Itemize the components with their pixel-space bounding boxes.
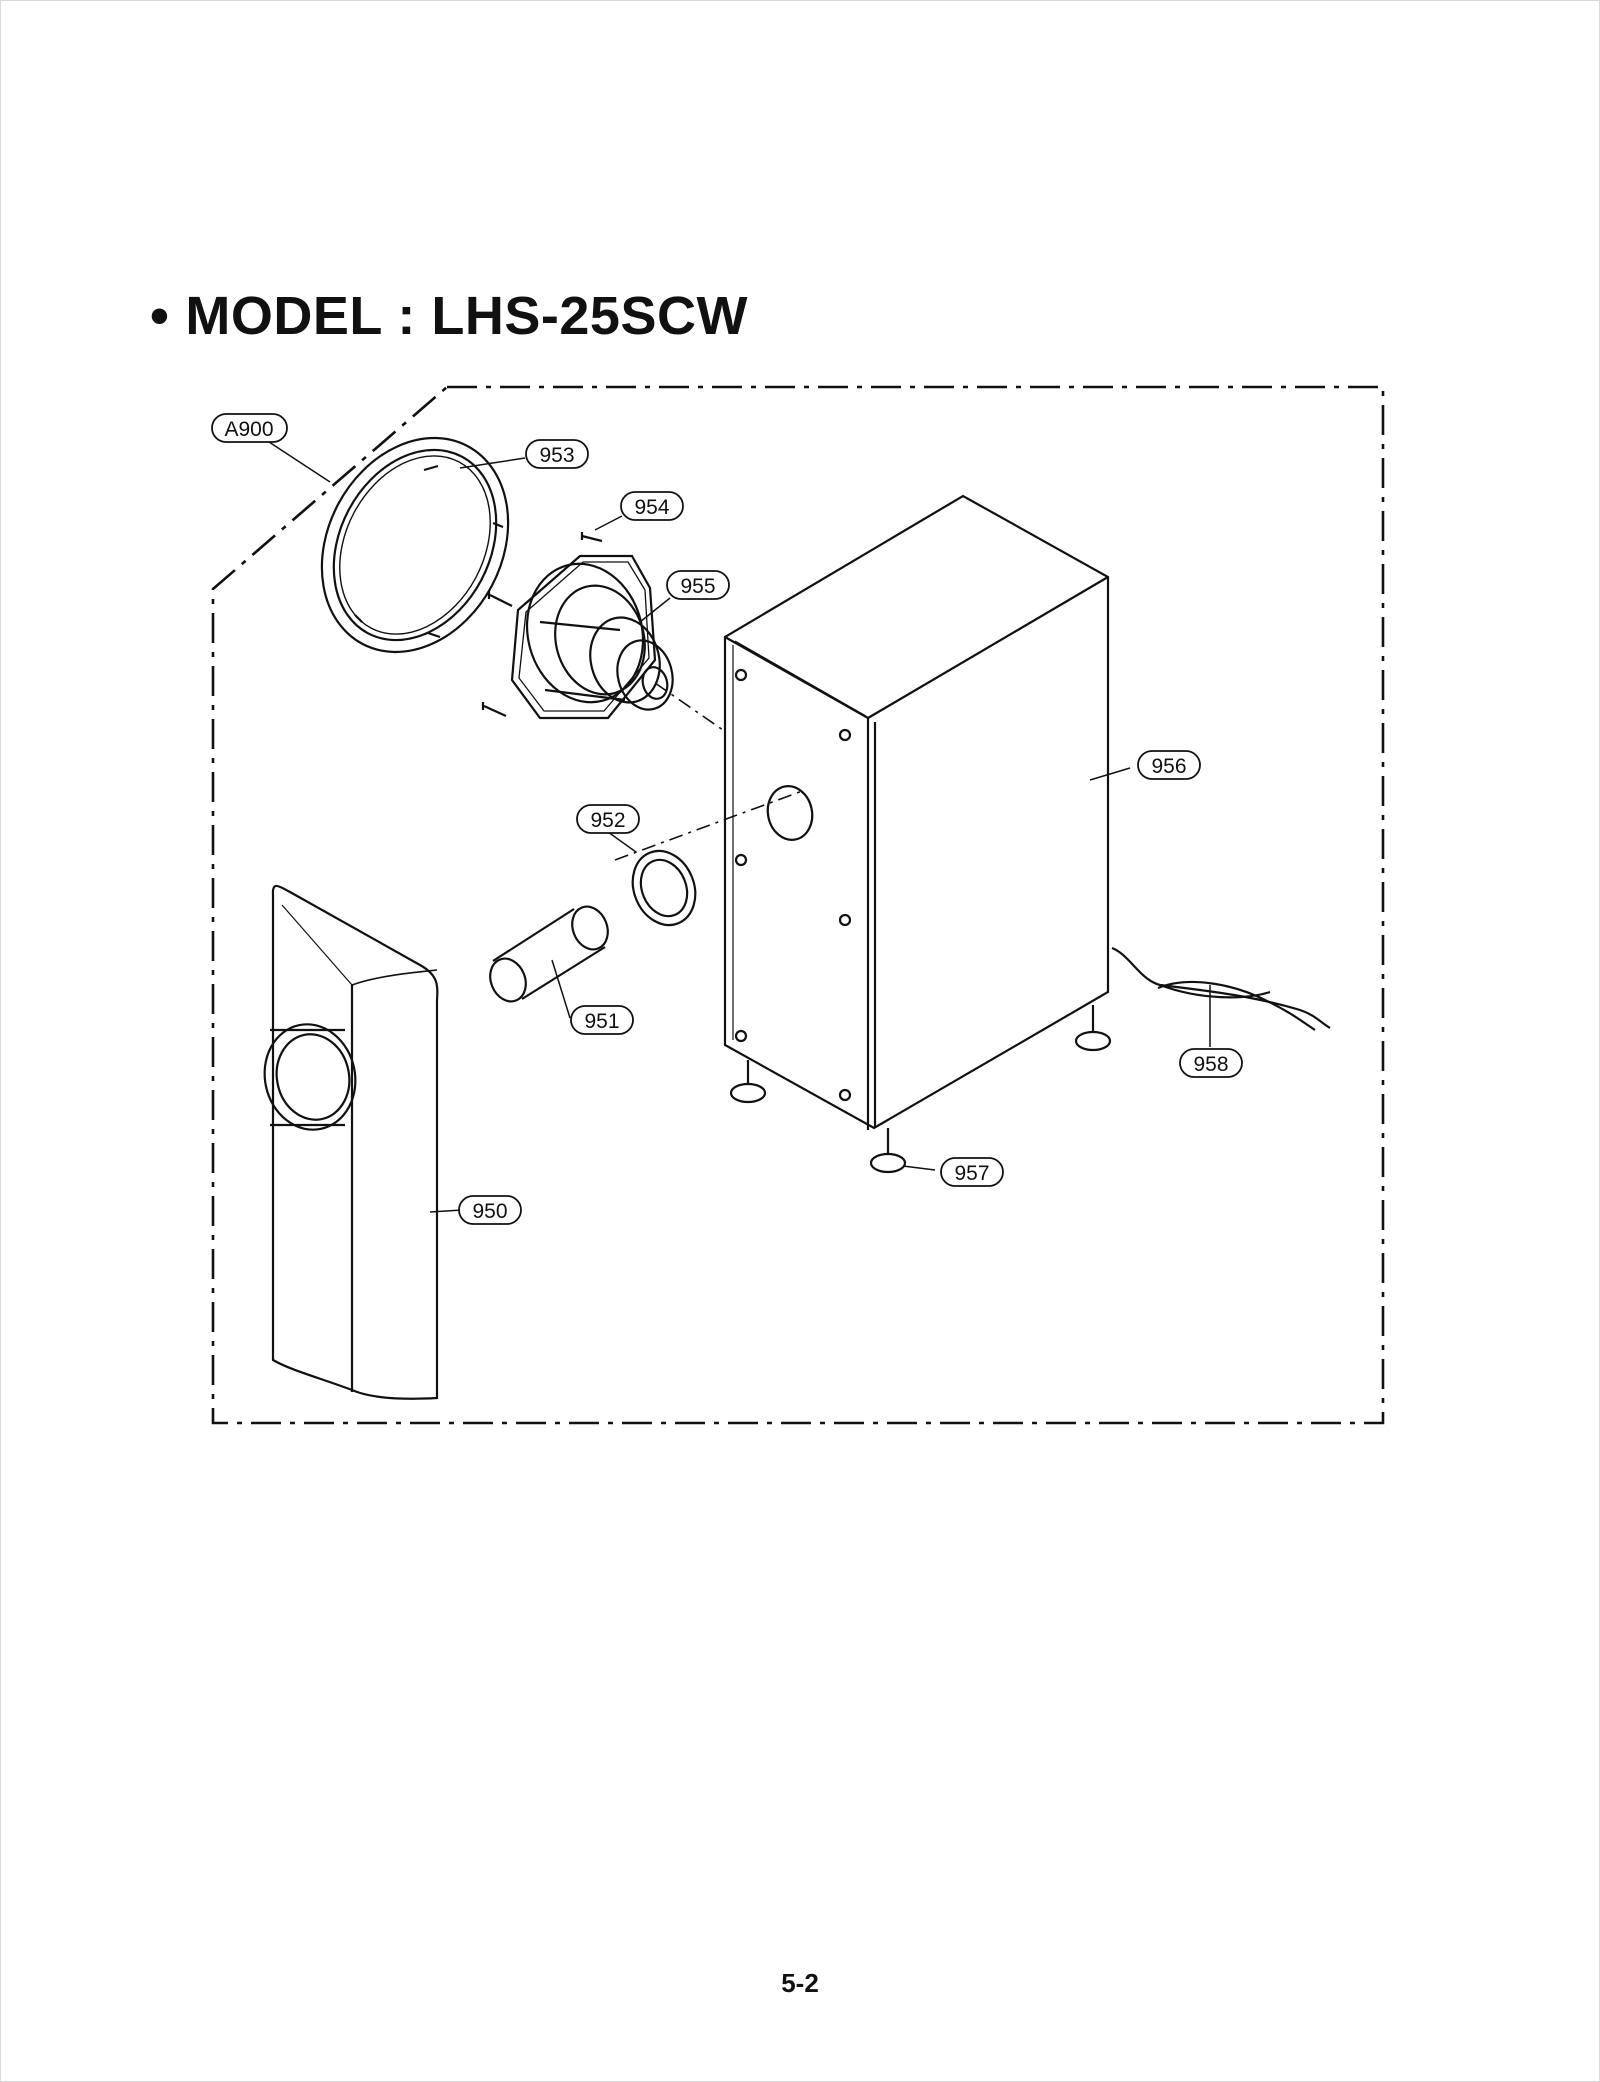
callout-label-950: 950 <box>472 1200 507 1223</box>
callout-label-953: 953 <box>539 444 574 467</box>
callout-label-A900: A900 <box>224 418 273 441</box>
leader-956 <box>1089 767 1131 781</box>
assembly-axis-line <box>654 682 724 731</box>
callout-bubble-950 <box>458 1195 522 1225</box>
title-bullet: • <box>150 286 170 346</box>
title-text: MODEL : LHS-25SCW <box>185 286 748 346</box>
callout-label-954: 954 <box>634 496 669 519</box>
leader-951 <box>551 959 571 1019</box>
callout-bubble-954 <box>620 491 684 521</box>
foot-parts <box>729 1005 1112 1174</box>
callout-bubble-955 <box>666 570 730 600</box>
callout-bubble-956 <box>1137 750 1201 780</box>
callout-label-957: 957 <box>954 1162 989 1185</box>
port-tube-part <box>489 905 609 1003</box>
leader-A900 <box>265 439 331 483</box>
leader-952 <box>607 831 637 853</box>
page-title: •MODEL : LHS-25SCW <box>150 285 748 347</box>
callout-bubble-952 <box>576 804 640 834</box>
leader-950 <box>429 1209 463 1213</box>
front-grille-part <box>263 884 439 1400</box>
callout-bubble-951 <box>570 1005 634 1035</box>
leader-953 <box>459 457 526 469</box>
port-ring-part <box>631 849 697 927</box>
baffle-ring-part <box>320 436 510 654</box>
callout-label-958: 958 <box>1193 1053 1228 1076</box>
woofer-driver-part <box>510 554 674 720</box>
cord-part <box>1111 946 1331 1031</box>
callout-bubble-958 <box>1179 1048 1243 1078</box>
screw-parts <box>481 532 603 718</box>
cabinet-part <box>723 494 1110 1130</box>
callout-label-951: 951 <box>584 1010 619 1033</box>
port-axis-line <box>614 789 806 861</box>
callout-bubble-A900 <box>211 413 288 443</box>
callout-bubble-953 <box>525 439 589 469</box>
leader-954 <box>594 515 623 531</box>
callout-label-955: 955 <box>680 575 715 598</box>
assembly-boundary <box>211 385 1385 1425</box>
page-number: 5-2 <box>781 1968 819 1998</box>
leader-957 <box>902 1165 936 1171</box>
callout-label-952: 952 <box>590 809 625 832</box>
callout-bubble-957 <box>940 1157 1004 1187</box>
callout-label-956: 956 <box>1151 755 1186 778</box>
leader-955 <box>639 597 671 623</box>
